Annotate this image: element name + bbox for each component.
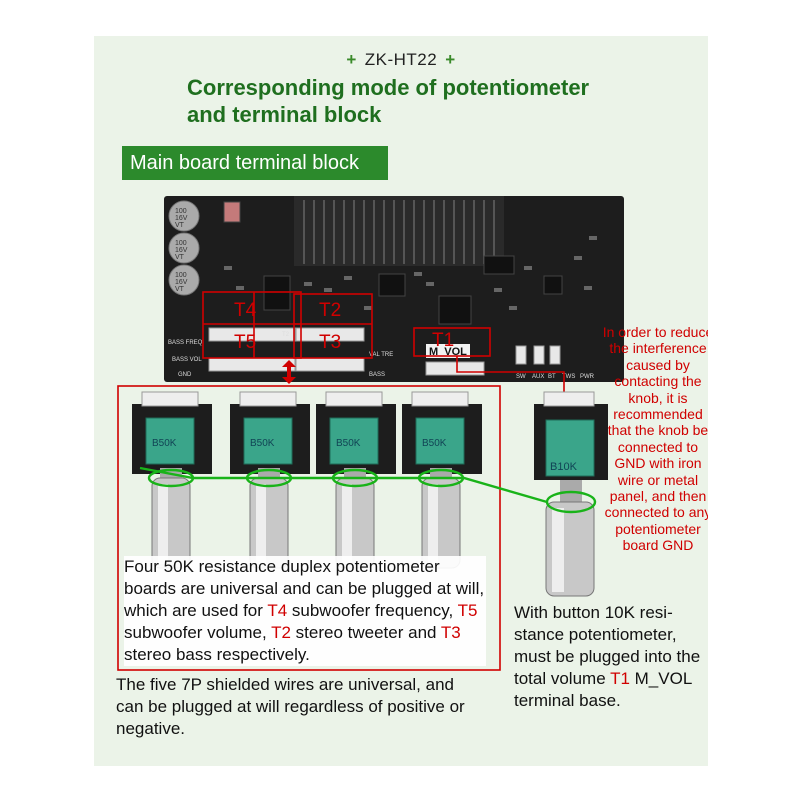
terminal-boxes <box>202 291 491 359</box>
svg-text:100: 100 <box>175 240 187 247</box>
svg-text:16V: 16V <box>175 247 188 254</box>
ground-wire <box>139 466 597 514</box>
pot-label: B50K <box>250 438 275 449</box>
page-title: Corresponding mode of potentiometer and … <box>187 74 589 128</box>
svg-text:100: 100 <box>175 272 187 279</box>
svg-text:PWR: PWR <box>580 374 595 380</box>
pot-label: B50K <box>422 438 447 449</box>
svg-text:16V: 16V <box>175 279 188 286</box>
pot-board-3: B50K <box>316 391 396 569</box>
chips <box>223 201 563 325</box>
svg-text:BT: BT <box>548 374 556 380</box>
terminal-t3: T3 <box>319 332 342 353</box>
pot-boards-description: Four 50K resistance duplex potentiometer… <box>124 556 486 666</box>
svg-text:16V: 16V <box>175 215 188 222</box>
double-arrow-icon <box>282 360 296 384</box>
svg-text:GND: GND <box>178 372 192 378</box>
svg-text:BASS: BASS <box>369 372 385 378</box>
pot-label: B10K <box>550 461 578 473</box>
title-line-1: Corresponding mode of potentiometer <box>187 75 590 100</box>
svg-text:SW: SW <box>516 374 526 380</box>
svg-text:VT: VT <box>175 222 185 229</box>
product-panel: + ZK-HT22 + Corresponding mode of potentio… <box>94 36 708 766</box>
capacitors: 100 16V VT 100 16V VT 100 16V VT <box>168 200 200 296</box>
pot-label: B50K <box>336 438 361 449</box>
title-line-2: and terminal block <box>187 102 382 127</box>
mvol-label: M_VOL <box>429 346 467 358</box>
plus-icon: + <box>445 50 456 69</box>
svg-text:100: 100 <box>175 208 187 215</box>
smd-parts <box>224 236 597 310</box>
svg-text:VT: VT <box>175 286 185 293</box>
board-artwork: 100 16V VT 100 16V VT 100 16V VT <box>168 196 597 380</box>
pots-frame <box>117 385 501 671</box>
terminal-t1: T1 <box>432 330 455 351</box>
svg-text:VT: VT <box>175 254 185 261</box>
shielded-wires-description: The five 7P shielded wires are universal… <box>116 675 465 738</box>
grounding-note: In order to reduce the interference caus… <box>602 324 708 554</box>
model-line: + ZK-HT22 + <box>94 50 708 70</box>
heatsink <box>294 196 504 266</box>
svg-text:T2: T2 <box>282 332 290 338</box>
annotation-overlay: B50K B50K B50K B50K <box>117 291 608 671</box>
section-banner: Main board terminal block <box>122 146 388 180</box>
terminal-t2: T2 <box>319 300 342 321</box>
pot-label: B50K <box>152 438 177 449</box>
svg-text:TWS: TWS <box>562 374 575 380</box>
pot-board-2: B50K <box>230 391 310 569</box>
connectors <box>208 327 561 376</box>
terminal-t5: T5 <box>234 332 257 353</box>
main-board: 100 16V VT 100 16V VT 100 16V VT <box>164 196 624 382</box>
pot-board-5: B10K <box>534 391 608 597</box>
plus-icon: + <box>346 50 357 69</box>
mvol-label-box <box>426 344 470 358</box>
pot-board-1: B50K <box>132 391 212 569</box>
model-name: ZK-HT22 <box>364 50 438 69</box>
volume-pot-description: With button 10K resi-stance potentiomete… <box>514 603 701 710</box>
svg-text:BASS VOL: BASS VOL <box>172 357 202 363</box>
terminal-t4: T4 <box>234 300 257 321</box>
pot-board-4: B50K <box>402 391 482 569</box>
svg-text:AUX: AUX <box>532 374 544 380</box>
svg-text:BASS FREQ: BASS FREQ <box>168 340 203 346</box>
svg-text:VAL TRE: VAL TRE <box>369 352 393 358</box>
